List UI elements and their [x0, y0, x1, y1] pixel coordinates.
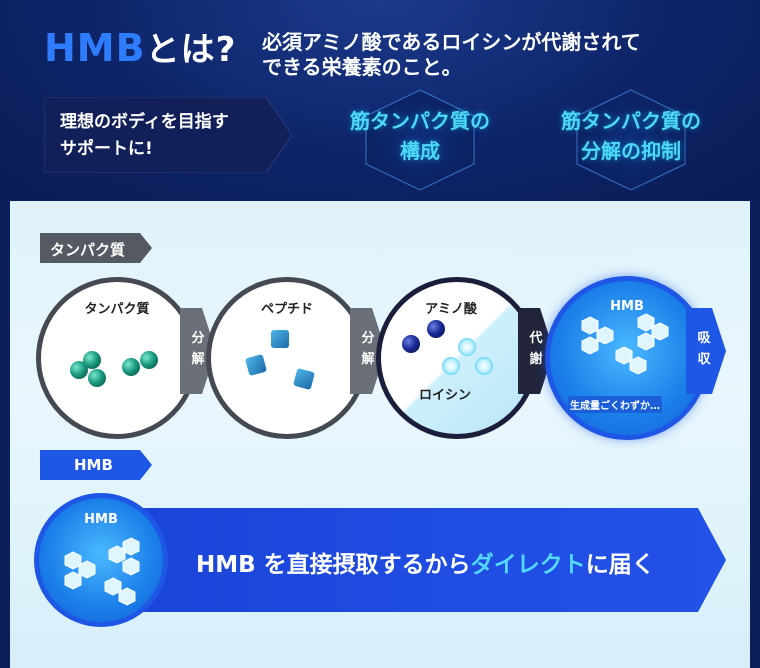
- direct-text-a: HMB を直接摂取するから: [196, 552, 471, 578]
- arrow3-char2: 謝: [529, 352, 543, 367]
- header-banner: HMBとは? 必須アミノ酸であるロイシンが代謝されて できる栄養素のこと。 理想…: [0, 0, 760, 200]
- direct-delivery-bar: HMB を直接摂取するからダイレクトに届く: [34, 500, 726, 620]
- dark-arrow-shape: [518, 308, 554, 394]
- protein-tag-label: タンパク質: [50, 241, 126, 259]
- absorption-arrow: 吸 収: [686, 308, 726, 394]
- hex-benefit-1: 筋タンパク質の 構成: [330, 86, 510, 190]
- subtitle-line2: できる栄養素のこと。: [262, 55, 462, 79]
- page-title: HMBとは?: [44, 22, 236, 71]
- support-box: 理想のボディを目指す サポートに!: [44, 97, 292, 173]
- hexagon-glow-shape: [576, 89, 686, 190]
- blue-arrow-shape: [686, 308, 726, 394]
- support-line1: 理想のボディを目指す: [60, 112, 229, 132]
- support-line2: サポートに!: [60, 139, 153, 159]
- hex1-line1: 筋タンパク質の: [350, 109, 490, 133]
- arrow4-char2: 収: [697, 352, 711, 367]
- step-hmb-label: HMB: [610, 299, 644, 314]
- hex2-line1: 筋タンパク質の: [561, 109, 701, 133]
- arrow2-char1: 分: [361, 331, 375, 346]
- hmb-tag: HMB: [40, 450, 152, 480]
- arrow3-char1: 代: [529, 331, 543, 346]
- hex1-line2: 構成: [400, 139, 440, 163]
- leucine-label: ロイシン: [419, 388, 472, 403]
- step-peptide-circle: ペプチド: [206, 277, 368, 439]
- support-arrow-shape: [44, 97, 292, 173]
- hmb-tag-label: HMB: [74, 456, 113, 474]
- step-amino-acid-label: アミノ酸: [425, 302, 477, 317]
- tag-shape: [40, 450, 152, 480]
- hex-benefit-2: 筋タンパク質の 分解の抑制: [541, 86, 721, 190]
- step-protein-label: タンパク質: [84, 302, 150, 317]
- direct-text-highlight: ダイレクト: [470, 552, 586, 578]
- direct-message: HMB を直接摂取するからダイレクトに届く: [196, 545, 655, 579]
- title-hmb: HMB: [44, 26, 146, 70]
- arrow4-char1: 吸: [697, 331, 711, 346]
- tag-shape: [40, 233, 152, 263]
- protein-tag: タンパク質: [40, 233, 152, 263]
- arrow2-char2: 解: [361, 352, 375, 367]
- direct-arrow-shape: [94, 508, 726, 612]
- title-rest: とは?: [145, 30, 237, 70]
- direct-text-b: に届く: [585, 552, 655, 578]
- step-amino-acid-circle: アミノ酸 ロイシン: [376, 277, 538, 439]
- hex2-line2: 分解の抑制: [581, 139, 681, 163]
- subtitle-line1: 必須アミノ酸であるロイシンが代謝されて: [262, 30, 641, 54]
- hmb-direct-circle: HMB: [34, 493, 168, 627]
- hmb-small-amount-note: 生成量ごくわずか…: [568, 396, 662, 413]
- arrow1-char1: 分: [191, 331, 205, 346]
- step-hmb-circle: HMB 生成量ごくわずか…: [545, 276, 709, 440]
- protein-molecule-icon: [70, 351, 158, 387]
- hmb-hexagon-cluster-icon: [64, 537, 140, 606]
- step-protein-circle: タンパク質: [36, 277, 198, 439]
- step-peptide-label: ペプチド: [260, 302, 313, 317]
- metabolism-arrow: 代 謝: [518, 308, 554, 394]
- hexagon-glow-shape: [365, 89, 475, 190]
- amino-acid-icon: [402, 320, 493, 375]
- peptide-cube-icon: [245, 330, 315, 390]
- hmb-hexagon-icon: [581, 313, 669, 375]
- page-subtitle: 必須アミノ酸であるロイシンが代謝されて できる栄養素のこと。: [262, 30, 722, 80]
- arrow1-char2: 解: [191, 352, 205, 367]
- hmb-direct-label: HMB: [84, 512, 118, 527]
